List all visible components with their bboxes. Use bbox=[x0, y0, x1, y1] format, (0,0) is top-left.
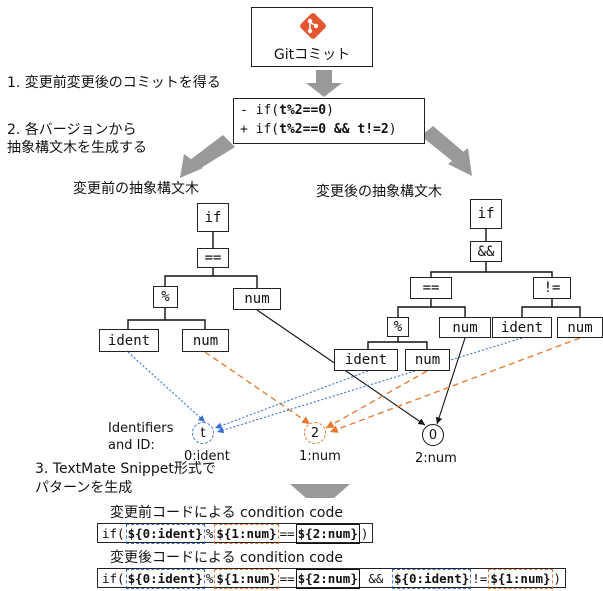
identifier-2-caption: 1:num bbox=[299, 449, 341, 464]
flow-arrow-to-before-tree bbox=[180, 135, 235, 178]
diff-minus-line: - if(t%2==0) bbox=[240, 103, 334, 118]
diff-plus-line: + if(t%2==0 && t!=2) bbox=[240, 122, 397, 137]
flow-arrow-to-snippet bbox=[290, 484, 350, 498]
identifiers-label-line2: and ID: bbox=[108, 438, 155, 453]
step1-label: 1. 変更前変更後のコミットを得る bbox=[7, 75, 221, 91]
placeholder-num1: ${1:num} bbox=[214, 569, 279, 589]
identifier-0-caption: 2:num bbox=[415, 451, 457, 466]
placeholder-ident: ${0:ident} bbox=[125, 524, 205, 544]
after-node-mod: % bbox=[387, 317, 409, 337]
condition-before-title: 変更前コードによる condition code bbox=[110, 505, 343, 521]
step3-label-line2: パターンを生成 bbox=[35, 480, 133, 496]
step2-label-line2: 抽象構文木を生成する bbox=[7, 140, 147, 156]
placeholder-ident: ${0:ident} bbox=[391, 569, 472, 589]
before-node-if: if bbox=[197, 203, 229, 232]
after-node-num-right: num bbox=[557, 317, 603, 338]
flow-arrow-commit-to-diff bbox=[306, 70, 342, 97]
condition-before-code: if(${0:ident}%${1:num}==${2:num}) bbox=[97, 523, 374, 544]
identifier-0: 0 bbox=[422, 424, 444, 446]
after-node-ident-right: ident bbox=[492, 317, 552, 338]
after-node-and: && bbox=[470, 241, 502, 262]
placeholder-num1: ${1:num} bbox=[488, 569, 553, 589]
identifiers-label-line1: Identifiers bbox=[108, 421, 174, 436]
placeholder-ident: ${0:ident} bbox=[125, 569, 205, 589]
flow-arrow-to-after-tree bbox=[421, 126, 472, 176]
before-node-num-left: num bbox=[182, 329, 229, 352]
before-node-ident: ident bbox=[99, 329, 159, 352]
before-tree-title: 変更前の抽象構文木 bbox=[73, 181, 199, 197]
git-icon bbox=[300, 13, 326, 39]
condition-after-title: 変更後コードによる condition code bbox=[110, 550, 343, 566]
after-node-ident: ident bbox=[334, 349, 398, 371]
after-tree-title: 変更後の抽象構文木 bbox=[316, 184, 442, 200]
identifier-t: t bbox=[192, 422, 214, 444]
git-commit-label: Gitコミット bbox=[273, 47, 351, 63]
before-node-eq: == bbox=[197, 248, 229, 268]
placeholder-num2: ${2:num} bbox=[295, 524, 360, 544]
placeholder-num1: ${1:num} bbox=[214, 524, 279, 544]
after-node-if: if bbox=[470, 199, 502, 229]
before-node-num-right: num bbox=[233, 288, 281, 310]
diff-box: - if(t%2==0) + if(t%2==0 && t!=2) bbox=[233, 98, 425, 144]
identifier-t-caption: 0:ident bbox=[184, 449, 230, 464]
identifier-2: 2 bbox=[304, 422, 326, 444]
before-node-mod: % bbox=[153, 286, 178, 308]
after-node-num-a: num bbox=[439, 317, 491, 338]
step2-label-line1: 2. 各バージョンから bbox=[7, 122, 137, 138]
after-node-eq: == bbox=[410, 277, 452, 299]
step3-label-line1: 3. TextMate Snippet形式で bbox=[35, 461, 216, 477]
after-node-neq: != bbox=[533, 277, 571, 299]
git-commit-box: Gitコミット bbox=[251, 7, 373, 67]
condition-after-code: if(${0:ident}%${1:num}==${2:num} && ${0:… bbox=[97, 568, 567, 589]
placeholder-num2: ${2:num} bbox=[295, 569, 360, 589]
after-node-num-left: num bbox=[405, 349, 450, 371]
